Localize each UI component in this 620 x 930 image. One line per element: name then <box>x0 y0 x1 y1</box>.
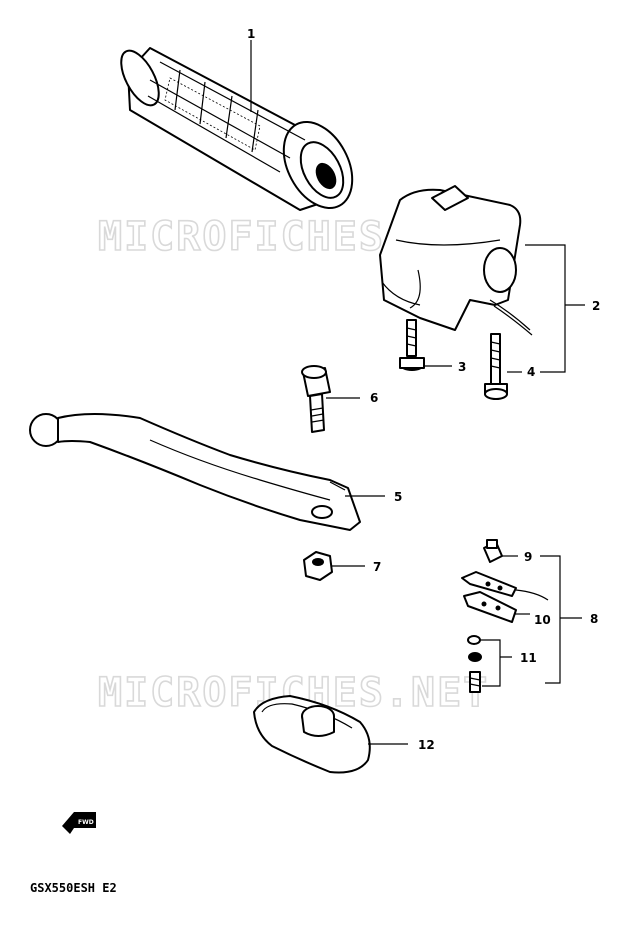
cover-part <box>253 695 371 774</box>
switch-plate-part <box>461 571 549 623</box>
lever-part <box>29 413 361 531</box>
callout-12: 12 <box>418 738 435 752</box>
washer-screw-part <box>467 635 482 693</box>
callout-7: 7 <box>373 560 381 574</box>
direction-badge-label: FWD <box>78 819 94 826</box>
leader-2 <box>525 244 585 373</box>
direction-badge: FWD <box>62 812 96 834</box>
leader-8 <box>540 555 582 684</box>
screw-3-part <box>399 319 425 371</box>
callout-1: 1 <box>247 27 255 41</box>
model-label: GSX550ESH E2 <box>30 881 117 895</box>
switch-housing-part <box>379 185 533 336</box>
pivot-bolt-part <box>301 365 331 433</box>
callout-2: 2 <box>592 299 600 313</box>
callout-8: 8 <box>590 612 598 626</box>
callout-4: 4 <box>527 365 535 379</box>
nut-part <box>303 551 333 581</box>
callout-5: 5 <box>394 490 402 504</box>
callout-3: 3 <box>458 360 466 374</box>
leader-11 <box>480 639 512 687</box>
screw-4-part <box>484 333 508 400</box>
callout-6: 6 <box>370 391 378 405</box>
callout-10: 10 <box>534 613 551 627</box>
terminal-part <box>483 539 503 563</box>
grip-part <box>120 47 354 211</box>
callout-11: 11 <box>520 651 537 665</box>
callout-9: 9 <box>524 550 532 564</box>
